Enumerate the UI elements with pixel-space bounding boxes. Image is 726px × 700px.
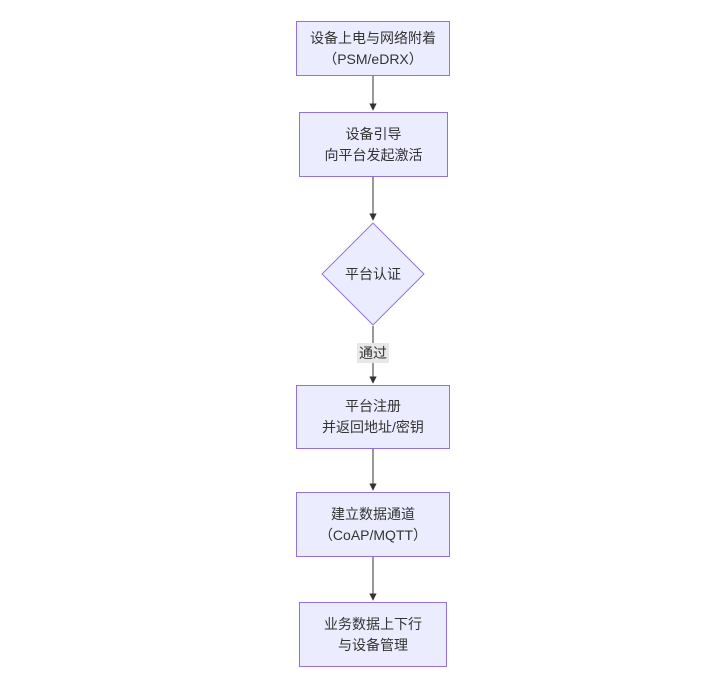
- node-power-attach-line2: （PSM/eDRX）: [323, 50, 423, 67]
- node-auth-decision-label: 平台认证: [345, 265, 401, 282]
- node-power-attach-line1: 设备上电与网络附着: [310, 29, 436, 46]
- node-data-channel: 建立数据通道 （CoAP/MQTT）: [296, 492, 450, 557]
- node-bootstrap-line1: 设备引导: [345, 125, 402, 142]
- node-auth-decision: 平台认证: [321, 222, 425, 326]
- node-data-channel-line2: （CoAP/MQTT）: [318, 526, 428, 543]
- node-register: 平台注册 并返回地址/密钥: [296, 385, 450, 449]
- node-register-line2: 并返回地址/密钥: [322, 419, 424, 435]
- edge-label-pass: 通过: [357, 343, 389, 363]
- node-bootstrap: 设备引导 向平台发起激活: [299, 112, 448, 177]
- node-business-data-line1: 业务数据上下行: [324, 615, 422, 632]
- node-register-line1: 平台注册: [345, 398, 401, 414]
- node-business-data: 业务数据上下行 与设备管理: [299, 602, 447, 667]
- node-business-data-line2: 与设备管理: [338, 636, 408, 653]
- node-bootstrap-line2: 向平台发起激活: [324, 146, 423, 163]
- node-data-channel-line1: 建立数据通道: [331, 505, 415, 522]
- node-power-attach: 设备上电与网络附着 （PSM/eDRX）: [296, 21, 450, 76]
